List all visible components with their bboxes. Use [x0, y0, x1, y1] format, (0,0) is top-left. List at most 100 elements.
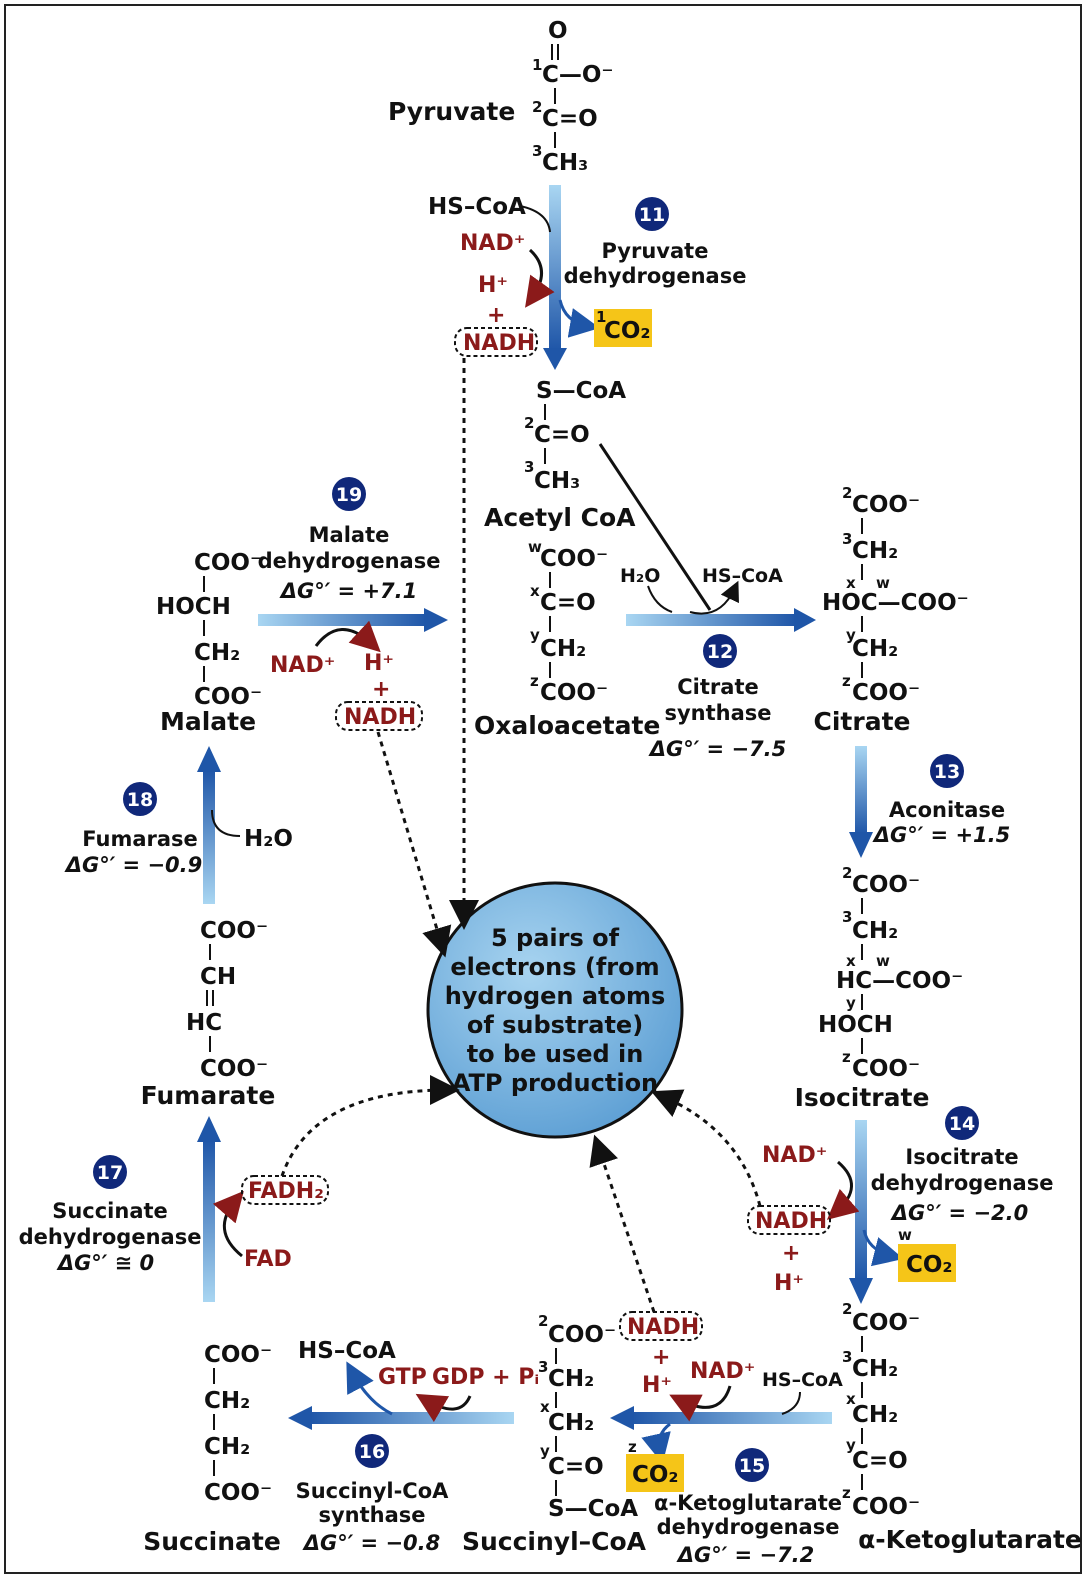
- svg-text:CH₂: CH₂: [852, 1356, 898, 1382]
- svg-text:CH₂: CH₂: [852, 636, 898, 662]
- svg-text:z: z: [842, 672, 851, 690]
- step19-nadh-box: [335, 701, 423, 731]
- step16-gdp-pi: GDP + Pᵢ: [432, 1365, 539, 1390]
- step15-co2: CO₂: [632, 1462, 679, 1488]
- step15-arrow: [632, 1412, 832, 1424]
- step12-h2o: H₂O: [620, 565, 660, 587]
- svg-text:COO⁻: COO⁻: [200, 918, 268, 944]
- step15-hscoa: HS–CoA: [762, 1369, 843, 1391]
- svg-text:3: 3: [532, 142, 542, 160]
- step11-nadh-box: [454, 327, 538, 357]
- svg-text:COO⁻: COO⁻: [852, 1310, 920, 1336]
- step18-number: 18: [127, 789, 153, 811]
- step11-co2: CO₂: [604, 318, 651, 344]
- svg-text:COO⁻: COO⁻: [540, 546, 608, 572]
- step14-h: H⁺: [774, 1271, 804, 1296]
- svg-text:z: z: [842, 1484, 851, 1502]
- acetyl-coa-entry-line: [598, 443, 712, 611]
- step18-number-circle: [123, 782, 157, 816]
- step16-enzyme-line2: synthase: [318, 1503, 425, 1527]
- step16-gtp: GTP: [378, 1365, 427, 1390]
- step15-enzyme-line2: dehydrogenase: [657, 1515, 840, 1539]
- oxaloacetate-structure: w COO⁻ x C=O y CH₂ z COO⁻: [528, 538, 608, 706]
- svg-text:CH₂: CH₂: [852, 918, 898, 944]
- svg-text:3: 3: [842, 530, 852, 548]
- svg-text:HOC—COO⁻: HOC—COO⁻: [822, 590, 969, 616]
- step14-nadh-box: [747, 1205, 831, 1235]
- step19-h: H⁺: [364, 651, 394, 676]
- step12-number: 12: [707, 641, 733, 663]
- step12-arrow: [626, 614, 796, 626]
- step11-co2-box: [594, 309, 652, 347]
- svg-text:3: 3: [842, 908, 852, 926]
- svg-text:COO⁻: COO⁻: [194, 684, 262, 710]
- step11-enzyme-line1: Pyruvate: [602, 239, 709, 263]
- step12-hscoa: HS–CoA: [702, 565, 783, 587]
- step15-enzyme-line1: α-Ketoglutarate: [654, 1491, 842, 1515]
- isocitrate-label: Isocitrate: [795, 1083, 930, 1112]
- center-text-line5: to be used in: [467, 1040, 644, 1068]
- svg-text:S—CoA: S—CoA: [548, 1496, 638, 1522]
- succinyl-coa-structure: 2 COO⁻ 3 CH₂ x CH₂ y C=O S—CoA: [538, 1312, 638, 1522]
- step19-number-circle: [332, 477, 366, 511]
- svg-text:z: z: [628, 1438, 637, 1456]
- succinate-label: Succinate: [143, 1527, 281, 1556]
- citrate-structure: 2 COO⁻ 3 CH₂ x w HOC—COO⁻ y CH₂ z COO⁻: [822, 484, 969, 706]
- svg-text:COO⁻: COO⁻: [200, 1056, 268, 1082]
- svg-text:CH₂: CH₂: [204, 1434, 250, 1460]
- step17-dg: ΔG°′ ≅ 0: [56, 1251, 154, 1275]
- step15-dg: ΔG°′ = −7.2: [676, 1543, 815, 1567]
- step18-h2o: H₂O: [244, 826, 293, 852]
- step13-arrow: [855, 746, 867, 834]
- svg-text:3: 3: [524, 458, 534, 476]
- step15-nad: NAD⁺: [690, 1359, 755, 1384]
- fumarate-structure: COO⁻ CH HC COO⁻: [186, 918, 268, 1082]
- step12-enzyme-line1: Citrate: [677, 675, 758, 699]
- step17-enzyme-line2: dehydrogenase: [19, 1225, 202, 1249]
- svg-text:2: 2: [842, 1300, 852, 1318]
- svg-text:COO⁻: COO⁻: [852, 1056, 920, 1082]
- svg-text:w: w: [876, 574, 890, 592]
- step11-number: 11: [639, 204, 665, 226]
- step19-nadh: NADH: [344, 705, 416, 730]
- pyruvate-structure: O 1 C—O⁻ 2 C=O 3 CH₃: [532, 18, 614, 176]
- svg-text:z: z: [842, 1048, 851, 1066]
- malate-label: Malate: [160, 707, 256, 736]
- svg-text:CH₂: CH₂: [204, 1388, 250, 1414]
- step17-fadh2-box: [241, 1175, 329, 1205]
- step15-co2-box: [626, 1454, 684, 1492]
- acetyl-coa-structure: S—CoA 2 C=O 3 CH₃: [524, 378, 626, 494]
- svg-text:w: w: [528, 538, 542, 556]
- step11-number-circle: [635, 197, 669, 231]
- svg-text:2: 2: [532, 98, 542, 116]
- electron-flow-arrows: [280, 358, 762, 1313]
- svg-text:w: w: [898, 1226, 912, 1244]
- step16-arrow: [310, 1412, 514, 1424]
- svg-text:2: 2: [538, 1312, 548, 1330]
- step13-arrowhead: [849, 832, 873, 858]
- step15-h: H⁺: [642, 1373, 672, 1398]
- step17-arrow: [203, 1140, 215, 1302]
- step14-arrow: [855, 1120, 867, 1280]
- step17-fadh2: FADH₂: [248, 1179, 324, 1204]
- step13-enzyme: Aconitase: [889, 798, 1005, 822]
- step14-arrowhead: [849, 1278, 873, 1304]
- step19-number: 19: [336, 484, 362, 506]
- svg-text:COO⁻: COO⁻: [204, 1342, 272, 1368]
- step11-nad: NAD⁺: [460, 231, 525, 256]
- oxaloacetate-label: Oxaloacetate: [474, 711, 660, 740]
- step11-arrowhead: [543, 348, 567, 370]
- center-text-line1: 5 pairs of: [491, 924, 620, 952]
- step18-arrow: [203, 770, 215, 904]
- step14-enzyme-line2: dehydrogenase: [871, 1171, 1054, 1195]
- svg-text:HC—COO⁻: HC—COO⁻: [836, 968, 963, 994]
- step12-enzyme-line2: synthase: [664, 701, 771, 725]
- center-text-line4: of substrate): [467, 1011, 643, 1039]
- step19-arrowhead: [424, 608, 448, 632]
- center-text-line2: electrons (from: [450, 953, 659, 981]
- acetyl-coa-label: Acetyl CoA: [484, 503, 636, 532]
- fumarate-label: Fumarate: [141, 1081, 276, 1110]
- step16-number-circle: [355, 1434, 389, 1468]
- svg-text:COO⁻: COO⁻: [540, 680, 608, 706]
- svg-text:COO⁻: COO⁻: [852, 492, 920, 518]
